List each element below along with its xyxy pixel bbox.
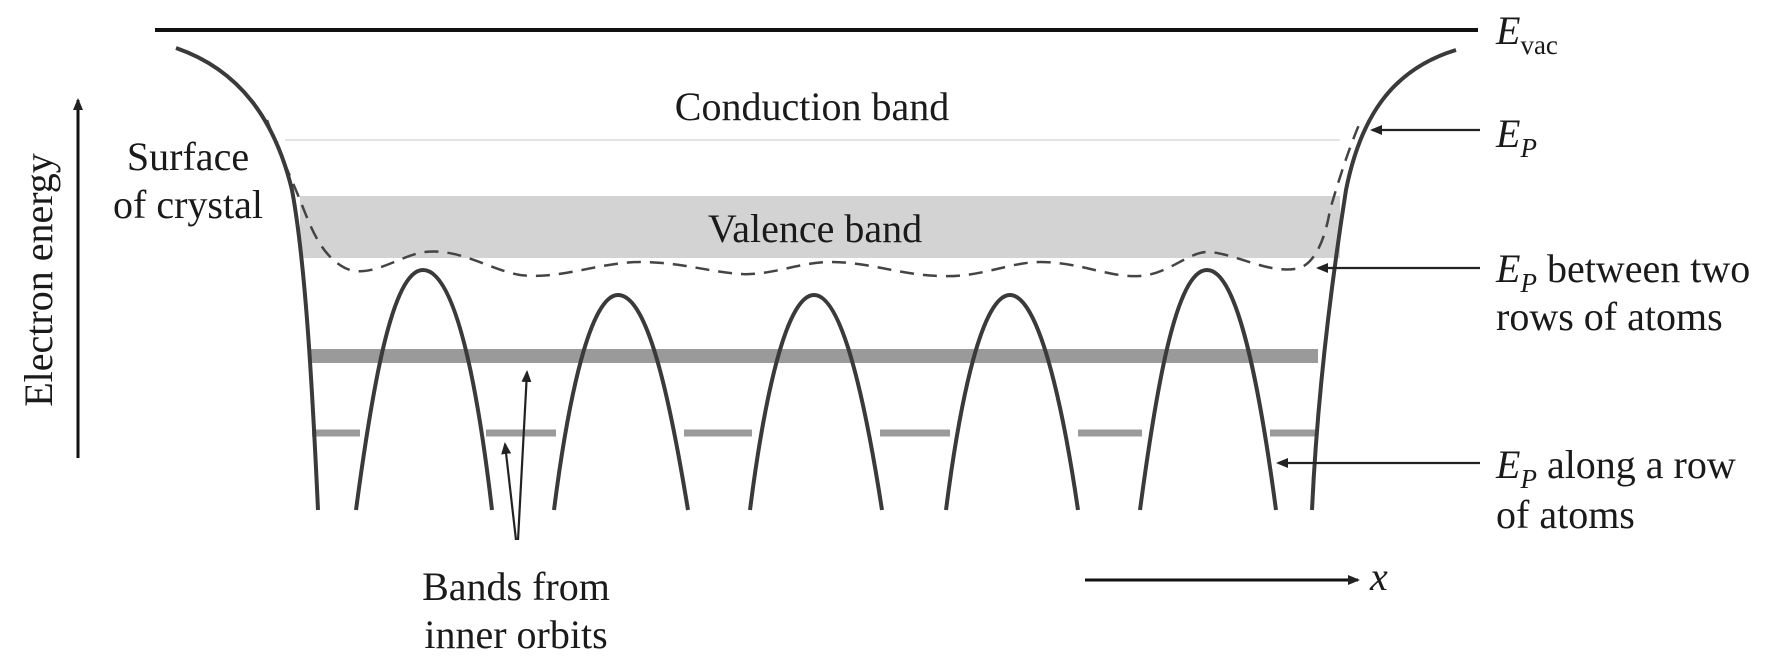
ep-between-label-line2: rows of atoms: [1496, 294, 1723, 339]
bands-label-line1: Bands from: [422, 564, 610, 609]
atom-potential-arch-2: [552, 292, 690, 511]
right-surface-curve: [1310, 48, 1457, 511]
bands-pointer-lower: [501, 442, 518, 541]
bands-label-line2: inner orbits: [424, 612, 607, 657]
surface-label-line2: of crystal: [113, 182, 263, 227]
atom-potential-arch-5: [1138, 267, 1278, 511]
conduction-band-label: Conduction band: [675, 84, 949, 129]
left-surface-curve: [175, 46, 320, 511]
ep-along-label-line1: EP along a row: [1495, 442, 1736, 494]
electron-energy-label: Electron energy: [16, 153, 61, 407]
x-axis-label: x: [1369, 554, 1388, 599]
ep-label: EP: [1495, 111, 1537, 163]
atom-potential-arch-1: [354, 267, 494, 511]
valence-band-region: [300, 196, 1340, 258]
e-vac-label: Evac: [1495, 8, 1558, 60]
ep-along-label-line2: of atoms: [1496, 492, 1635, 537]
atom-potential-arch-4: [944, 292, 1080, 511]
bands-pointer-upper: [516, 370, 532, 541]
valence-band-label: Valence band: [708, 206, 922, 251]
surface-label-line1: Surface: [127, 134, 249, 179]
atom-potential-arch-3: [748, 292, 884, 511]
ep-between-label-line1: EP between two: [1495, 246, 1750, 298]
